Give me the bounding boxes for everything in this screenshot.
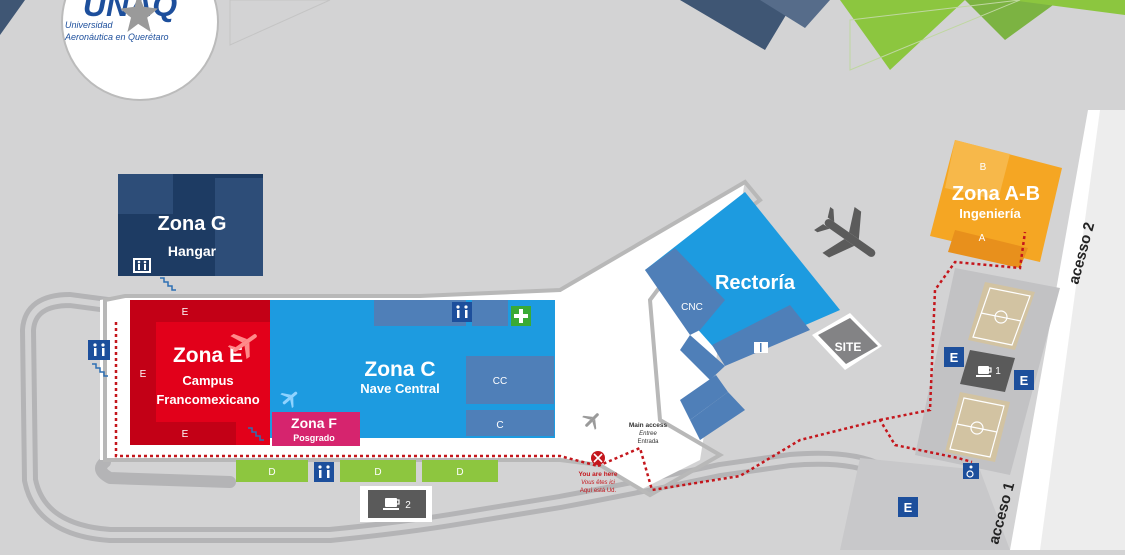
first-aid-icon — [511, 306, 531, 326]
d-blocks: D D D — [236, 460, 498, 482]
zona-e[interactable]: E E E Zona E Campus Francomexicano — [130, 300, 270, 445]
coffee-icon — [383, 498, 400, 510]
elevator-icon: E — [898, 497, 918, 517]
you-are-here-en: You are here — [579, 471, 618, 478]
room-cnc-label: CNC — [681, 302, 703, 313]
soccer-field-icon — [972, 287, 1031, 346]
zona-ab-label-bottom: A — [979, 233, 986, 244]
stairs-icon — [248, 427, 264, 441]
cafeteria-2-number: 2 — [405, 500, 411, 511]
elevator-icon: E — [944, 347, 964, 367]
airplane-icon — [582, 413, 599, 430]
zona-e-label-top: E — [182, 307, 189, 318]
zona-g-title: Zona G — [158, 213, 227, 235]
airplane-icon — [814, 207, 876, 258]
stairs-icon — [160, 277, 176, 291]
elevator-icon: E — [1014, 370, 1034, 390]
zona-c-subtitle: Nave Central — [360, 381, 439, 396]
d-block-label: D — [268, 467, 275, 478]
rectoria[interactable]: Rectoría CNC — [645, 192, 840, 440]
logo-line-1: Universidad — [65, 20, 114, 30]
zona-e-subtitle-2: Francomexicano — [156, 392, 259, 407]
main-access-title: Main access — [629, 422, 668, 429]
d-block-label: D — [374, 467, 381, 478]
highway — [1010, 110, 1125, 550]
logo-line-2: Aeronáutica en Querétaro — [64, 32, 169, 42]
zona-c-title: Zona C — [364, 358, 435, 381]
route-path — [114, 231, 1027, 492]
zona-g-subtitle: Hangar — [168, 243, 217, 259]
site-label: SITE — [835, 340, 862, 354]
campus-plaza-outline — [103, 179, 763, 498]
you-are-here-es: Aquí está Ud. — [580, 488, 617, 494]
star-icon — [120, 0, 159, 33]
main-access-es: Entrada — [637, 439, 659, 445]
zona-e-label-bottom: E — [182, 429, 189, 440]
accessible-icon — [963, 463, 979, 479]
elevator-label: E — [904, 500, 913, 515]
zona-f-title: Zona F — [291, 415, 337, 431]
unaq-logo: UNAQ Universidad Aeronáutica en Querétar… — [61, 0, 219, 101]
restroom-icon — [133, 258, 151, 273]
road-center — [24, 296, 882, 538]
coffee-icon — [976, 366, 992, 377]
restroom-icon — [314, 462, 334, 482]
parking-lot — [840, 458, 1010, 550]
airplane-icon — [227, 333, 257, 360]
cafeteria-1[interactable]: 1 — [960, 350, 1015, 392]
d-block-label: D — [456, 467, 463, 478]
zona-g[interactable]: Zona G Hangar — [118, 174, 263, 291]
zona-ab-label-top: B — [980, 162, 987, 173]
zona-e-title: Zona E — [173, 344, 243, 367]
airplane-icon — [280, 391, 298, 409]
zona-f-subtitle: Posgrado — [293, 433, 335, 443]
zona-ab-subtitle: Ingeniería — [959, 206, 1021, 221]
room-c-label: C — [496, 420, 503, 431]
restroom-icon — [452, 302, 472, 322]
zona-f[interactable]: Zona F Posgrado — [272, 412, 360, 446]
book-icon — [754, 342, 768, 353]
you-are-here-fr: Vous êtes ici — [581, 480, 615, 486]
cafeteria-1-number: 1 — [995, 366, 1001, 377]
main-access-fr: Entree — [639, 431, 657, 437]
decorative-triangles — [0, 0, 1125, 71]
zona-e-subtitle-1: Campus — [182, 373, 233, 388]
elevator-label: E — [950, 350, 959, 365]
stairs-icon — [92, 363, 108, 377]
restroom-icon — [88, 340, 110, 360]
room-cc-label: CC — [493, 376, 507, 387]
site[interactable]: SITE — [812, 313, 882, 370]
zona-a-b[interactable]: B Zona A-B Ingeniería A — [930, 140, 1062, 268]
you-are-here-icon — [591, 451, 605, 465]
zona-c[interactable]: Zona C Nave Central CC C — [270, 300, 555, 438]
basketball-court-icon — [949, 397, 1005, 458]
rectoria-title: Rectoría — [715, 272, 796, 294]
zona-ab-title: Zona A-B — [952, 183, 1040, 205]
zona-e-label-side: E — [140, 369, 147, 380]
elevator-label: E — [1020, 373, 1029, 388]
cafeteria-2[interactable]: 2 — [360, 486, 432, 522]
